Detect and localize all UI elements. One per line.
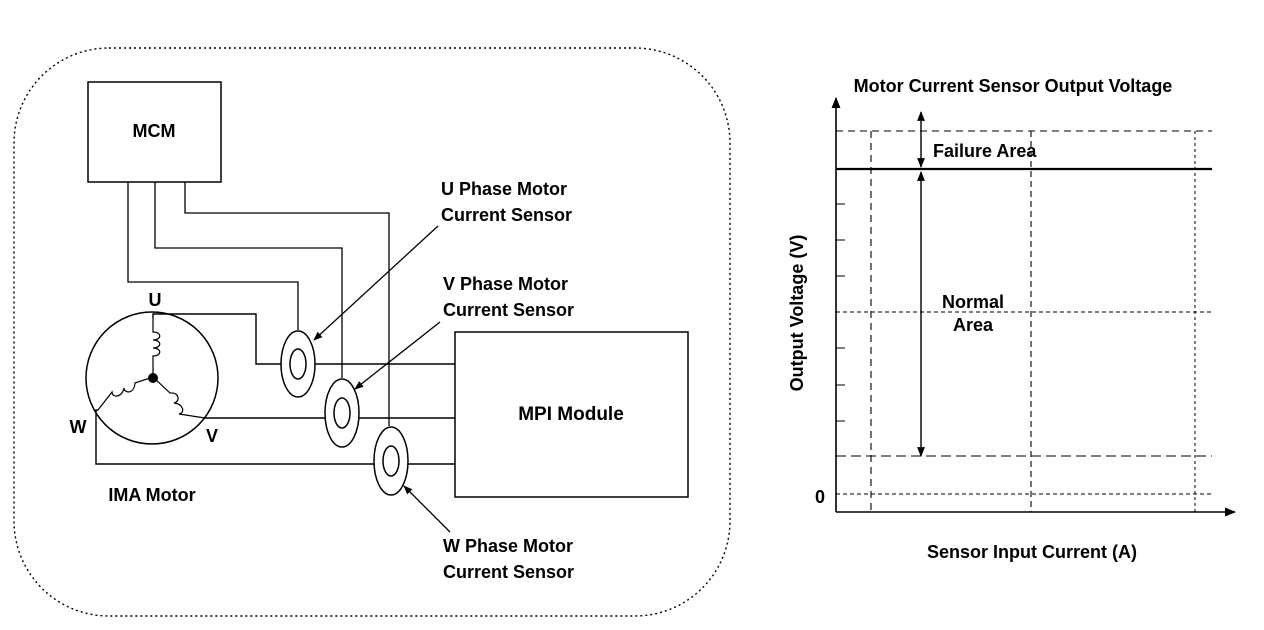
mpi-module-block: MPI Module <box>454 331 689 498</box>
w-sensor-label-line2: Current Sensor <box>443 562 574 582</box>
output-voltage-graph: Motor Current Sensor Output Voltage Fail… <box>787 76 1237 562</box>
u-sensor-pointer <box>313 225 439 341</box>
failure-area-label: Failure Area <box>933 141 1037 161</box>
normal-area-label-2: Area <box>953 315 994 335</box>
ima-motor-label: IMA Motor <box>108 485 195 505</box>
motor-neutral-dot <box>148 373 158 383</box>
mpi-module-label: MPI Module <box>518 404 624 425</box>
w-sensor-pointer <box>403 485 451 533</box>
graph-title: Motor Current Sensor Output Voltage <box>854 76 1173 96</box>
w-sensor-signal-line <box>184 182 390 426</box>
normal-area-label-1: Normal <box>942 292 1004 312</box>
terminal-v-label: V <box>206 426 218 446</box>
w-phase-sensor <box>373 426 409 496</box>
x-axis-label: Sensor Input Current (A) <box>927 542 1137 562</box>
y-axis-ticks <box>836 203 845 422</box>
mcm-block: MCM <box>87 81 222 183</box>
u-sensor-label-line2: Current Sensor <box>441 205 572 225</box>
u-phase-sensor <box>280 330 316 398</box>
v-phase-sensor <box>324 378 360 448</box>
mcm-label: MCM <box>133 121 176 141</box>
y-axis-label: Output Voltage (V) <box>787 235 807 392</box>
w-phase-line <box>95 409 455 465</box>
u-sensor-label-line1: U Phase Motor <box>441 179 567 199</box>
zero-label: 0 <box>815 487 825 507</box>
w-sensor-label-line1: W Phase Motor <box>443 536 573 556</box>
v-sensor-signal-line <box>154 182 343 378</box>
ima-motor: U W V IMA Motor <box>70 290 219 505</box>
left-panel-frame <box>13 47 731 617</box>
u-sensor-signal-line <box>127 182 299 330</box>
u-phase-line <box>152 313 455 365</box>
v-sensor-pointer <box>354 321 441 390</box>
v-sensor-label-line1: V Phase Motor <box>443 274 568 294</box>
terminal-w-label: W <box>70 417 87 437</box>
terminal-u-label: U <box>149 290 162 310</box>
v-sensor-label-line2: Current Sensor <box>443 300 574 320</box>
